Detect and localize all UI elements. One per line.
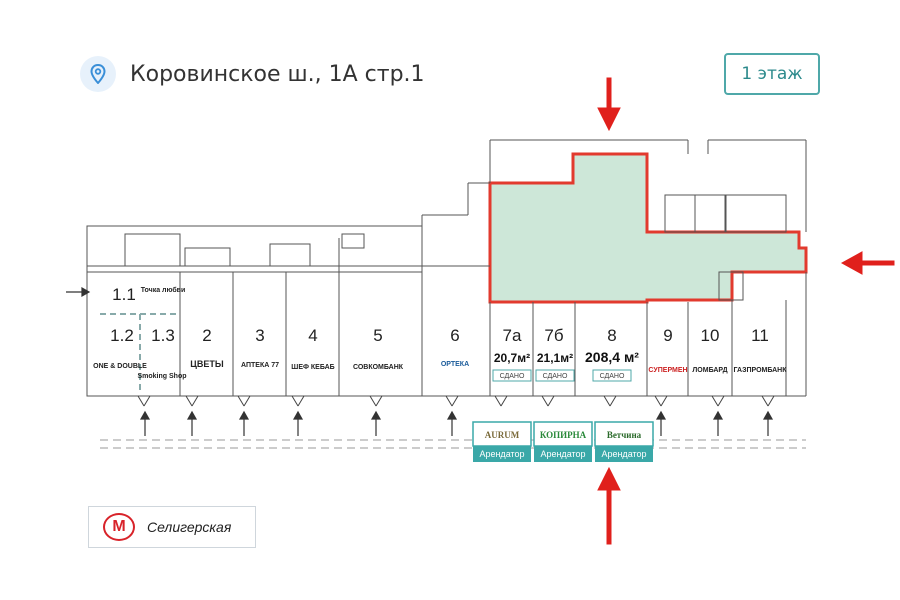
tenant-badge-kopirna[interactable]: КОПИРНА Арендатор <box>533 421 593 462</box>
floor-button[interactable]: 1 этаж <box>724 53 820 95</box>
unit-label-7b: 7б <box>544 326 563 345</box>
tenant-badge-vetchina[interactable]: Ветчина Арендатор <box>594 421 654 462</box>
metro-station-name: Селигерская <box>147 519 232 535</box>
area-8: 208,4 м² <box>585 349 639 365</box>
tenant-label-aurum: Арендатор <box>479 449 524 459</box>
brand-orteka: ОРТЕКА <box>441 361 469 368</box>
arrow-bottom-icon <box>597 466 621 545</box>
tenant-badge-aurum[interactable]: AURUM Арендатор <box>472 421 532 462</box>
brand-smoking-shop: Smoking Shop <box>138 373 187 380</box>
unit-label-3: 3 <box>255 326 264 345</box>
unit-label-2: 2 <box>202 326 211 345</box>
tenant-brand-vetchina: Ветчина <box>607 430 642 440</box>
unit-label-9: 9 <box>663 326 672 345</box>
status-7a: СДАНО <box>500 373 525 380</box>
metro-logo-icon: М <box>103 513 135 541</box>
brand-shef-kebab: ШЕФ КЕБАБ <box>291 364 334 371</box>
tenant-label-vetchina: Арендатор <box>601 449 646 459</box>
tenant-label-kopirna: Арендатор <box>540 449 585 459</box>
brand-sovcombank: СОВКОМБАНК <box>353 364 404 371</box>
location-pin-icon <box>80 56 116 92</box>
unit-label-1-2: 1.2 <box>110 326 134 345</box>
unit-label-11: 11 <box>751 326 769 345</box>
unit-label-1-3: 1.3 <box>151 326 175 345</box>
unit-label-10: 10 <box>701 326 720 345</box>
address-text: Коровинское ш., 1А стр.1 <box>130 61 425 87</box>
metro-station-card: М Селигерская <box>88 506 256 548</box>
unit-label-1-1: 1.1 <box>112 285 136 304</box>
brand-apteka: АПТЕКА 77 <box>241 362 279 369</box>
status-8: СДАНО <box>600 373 625 380</box>
brand-supermen: СУПЕРМЕН <box>648 367 687 374</box>
unit-label-7a: 7а <box>503 326 522 345</box>
unit-label-6: 6 <box>450 326 459 345</box>
address-header: Коровинское ш., 1А стр.1 <box>80 56 425 92</box>
tenant-brand-aurum: AURUM <box>485 430 520 440</box>
brand-tochka-lyubvi: Точка любви <box>141 286 186 294</box>
arrow-top-icon <box>597 77 621 132</box>
unit-8-highlight[interactable] <box>488 152 808 304</box>
brand-lombard: ЛОМБАРД <box>692 367 727 374</box>
tenant-brand-kopirna: КОПИРНА <box>540 430 587 440</box>
brand-one-double: ONE & DOUBLE <box>93 363 147 370</box>
brand-gazprombank: ГАЗПРОМБАНК <box>734 367 788 374</box>
arrow-right-icon <box>840 251 895 275</box>
status-7b: СДАНО <box>543 373 568 380</box>
unit-label-5: 5 <box>373 326 382 345</box>
area-7a: 20,7м² <box>494 351 530 365</box>
unit-label-4: 4 <box>308 326 317 345</box>
area-7b: 21,1м² <box>537 351 573 365</box>
unit-label-8: 8 <box>607 326 616 345</box>
brand-tsvety: ЦВЕТЫ <box>190 359 224 369</box>
